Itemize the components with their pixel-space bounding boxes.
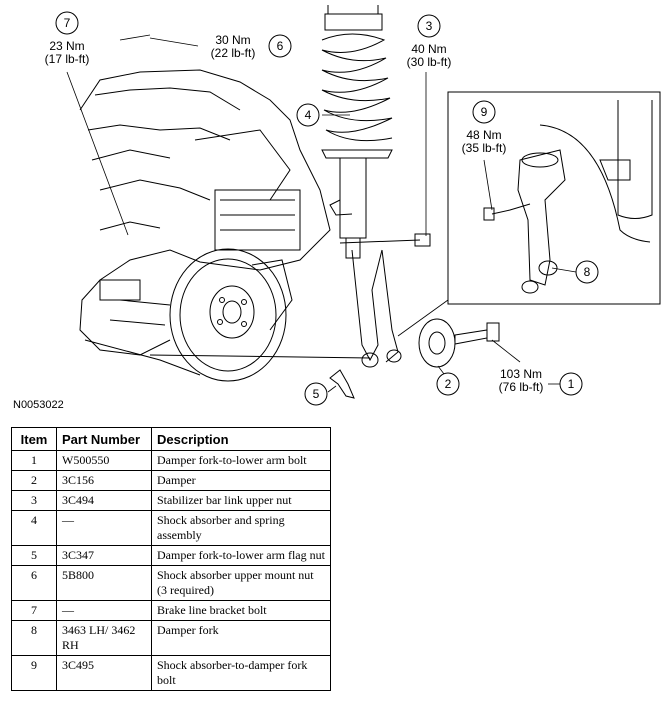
damper-washer	[418, 318, 456, 368]
cell-description: Damper fork-to-lower arm bolt	[151, 450, 331, 471]
torque-lbft: (76 lb-ft)	[499, 380, 544, 394]
cell-part-number: W500550	[56, 450, 152, 471]
torque-lbft: (35 lb-ft)	[462, 141, 507, 155]
callout-8: 8	[575, 260, 599, 284]
cell-item: 9	[11, 655, 57, 691]
cell-description: Damper	[151, 470, 331, 491]
cell-item: 5	[11, 545, 57, 566]
inset-fork-detail	[483, 100, 653, 294]
cell-part-number: 3C347	[56, 545, 152, 566]
callout-number: 1	[568, 377, 575, 391]
callout-6: 6 30 Nm(22 lb-ft)	[211, 33, 292, 60]
callout-circle	[268, 34, 292, 58]
cell-part-number: 3463 LH/ 3462 RH	[56, 620, 152, 656]
chassis-drawing	[79, 69, 331, 376]
callout-number: 7	[64, 16, 71, 30]
callout-circle	[436, 372, 460, 396]
cell-part-number: —	[56, 510, 152, 546]
cell-part-number: 3C494	[56, 490, 152, 511]
cell-part-number: 3C495	[56, 655, 152, 691]
callout-circle	[472, 100, 496, 124]
cell-description: Damper fork-to-lower arm flag nut	[151, 545, 331, 566]
callout-4: 4	[296, 103, 320, 127]
cell-part-number: 5B800	[56, 565, 152, 601]
torque-nm: 30 Nm	[215, 33, 250, 47]
cell-description: Stabilizer bar link upper nut	[151, 490, 331, 511]
torque-nm: 103 Nm	[500, 367, 542, 381]
header-description: Description	[151, 427, 331, 451]
callout-circle	[55, 11, 79, 35]
cell-part-number: —	[56, 600, 152, 621]
cell-description: Shock absorber-to-damper fork bolt	[151, 655, 331, 691]
cell-description: Brake line bracket bolt	[151, 600, 331, 621]
cell-item: 6	[11, 565, 57, 601]
fork-bolt	[454, 322, 500, 345]
callout-number: 2	[445, 377, 452, 391]
table-row: 4—Shock absorber and spring assembly	[11, 510, 331, 546]
cell-item: 1	[11, 450, 57, 471]
callout-number: 4	[305, 108, 312, 122]
callout-number: 9	[481, 105, 488, 119]
header-part-number: Part Number	[56, 427, 152, 451]
callout-circle	[296, 103, 320, 127]
torque-nm: 48 Nm	[466, 128, 501, 142]
table-header-row: Item Part Number Description	[11, 427, 331, 451]
callout-number: 5	[313, 387, 320, 401]
callout-9: 9 48 Nm(35 lb-ft)	[462, 100, 507, 155]
cell-description: Shock absorber upper mount nut (3 requir…	[151, 565, 331, 601]
torque-lbft: (17 lb-ft)	[45, 52, 90, 66]
damper-fork	[149, 233, 431, 368]
torque-nm: 23 Nm	[49, 39, 84, 53]
callout-number: 3	[426, 19, 433, 33]
cell-part-number: 3C156	[56, 470, 152, 491]
torque-lbft: (30 lb-ft)	[407, 55, 452, 69]
cell-item: 8	[11, 620, 57, 656]
cell-description: Shock absorber and spring assembly	[151, 510, 331, 546]
leader-lines	[66, 34, 577, 393]
cell-item: 4	[11, 510, 57, 546]
table-row: 7—Brake line bracket bolt	[11, 600, 331, 621]
callout-number: 8	[584, 265, 591, 279]
callout-circle	[575, 260, 599, 284]
callout-3: 3 40 Nm(30 lb-ft)	[407, 14, 452, 69]
cell-item: 2	[11, 470, 57, 491]
suspension-exploded-view: 723 Nm(17 lb-ft)630 Nm(22 lb-ft)340 Nm(3…	[45, 5, 661, 406]
coil-spring-strut	[321, 5, 393, 259]
callout-1: 1 103 Nm(76 lb-ft)	[499, 367, 583, 396]
cell-item: 3	[11, 490, 57, 511]
callout-7: 7 23 Nm(17 lb-ft)	[45, 11, 90, 66]
callout-circle	[304, 382, 328, 406]
header-item: Item	[11, 427, 57, 451]
callout-5: 5	[304, 382, 328, 406]
brake-rotor	[169, 248, 293, 382]
cell-item: 7	[11, 600, 57, 621]
torque-lbft: (22 lb-ft)	[211, 46, 256, 60]
callout-number: 6	[277, 39, 284, 53]
flag-nut	[329, 369, 355, 399]
detail-inset-frame	[447, 91, 661, 305]
cell-description: Damper fork	[151, 620, 331, 656]
callout-circle	[417, 14, 441, 38]
torque-nm: 40 Nm	[411, 42, 446, 56]
figure-id: N0053022	[13, 399, 64, 411]
callout-2: 2	[436, 372, 460, 396]
callout-circle	[559, 372, 583, 396]
